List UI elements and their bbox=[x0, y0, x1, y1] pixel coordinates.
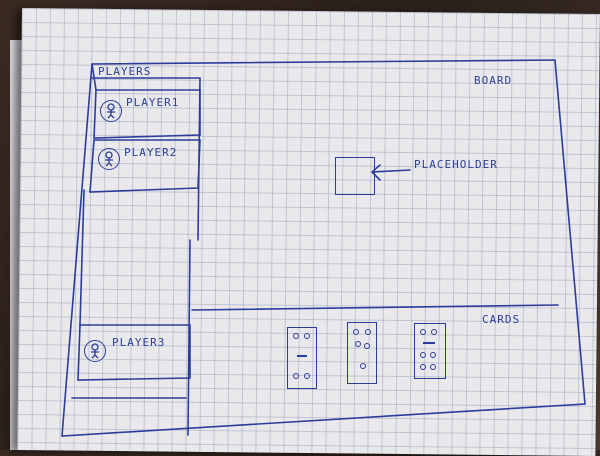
pip bbox=[431, 329, 437, 335]
pip bbox=[304, 333, 310, 339]
player-avatar-icon bbox=[84, 340, 106, 362]
pip bbox=[355, 341, 361, 347]
pip bbox=[420, 364, 426, 370]
pip-bar bbox=[423, 342, 435, 344]
card[interactable] bbox=[287, 327, 317, 389]
player-avatar-icon bbox=[98, 148, 120, 170]
pip-bar bbox=[297, 355, 307, 357]
player-avatar-icon bbox=[100, 100, 122, 122]
pip bbox=[430, 352, 436, 358]
cards-title: CARDS bbox=[482, 313, 521, 326]
pip bbox=[304, 373, 310, 379]
pip bbox=[420, 352, 426, 358]
pip bbox=[420, 329, 426, 335]
card[interactable] bbox=[414, 323, 446, 379]
pip bbox=[364, 343, 370, 349]
pip bbox=[365, 329, 371, 335]
placeholder-box[interactable] bbox=[335, 157, 375, 195]
player-name: PLAYER2 bbox=[124, 146, 178, 159]
pip bbox=[360, 363, 366, 369]
card[interactable] bbox=[347, 322, 377, 384]
placeholder-label: PLACEHOLDER bbox=[414, 158, 498, 171]
player-name: PLAYER3 bbox=[112, 336, 166, 349]
player-name: PLAYER1 bbox=[126, 96, 180, 109]
pip bbox=[430, 364, 436, 370]
pip bbox=[293, 373, 299, 379]
board-title: BOARD bbox=[474, 74, 513, 87]
pip bbox=[293, 333, 299, 339]
pip bbox=[353, 329, 359, 335]
players-panel-title: PLAYERS bbox=[98, 65, 152, 78]
